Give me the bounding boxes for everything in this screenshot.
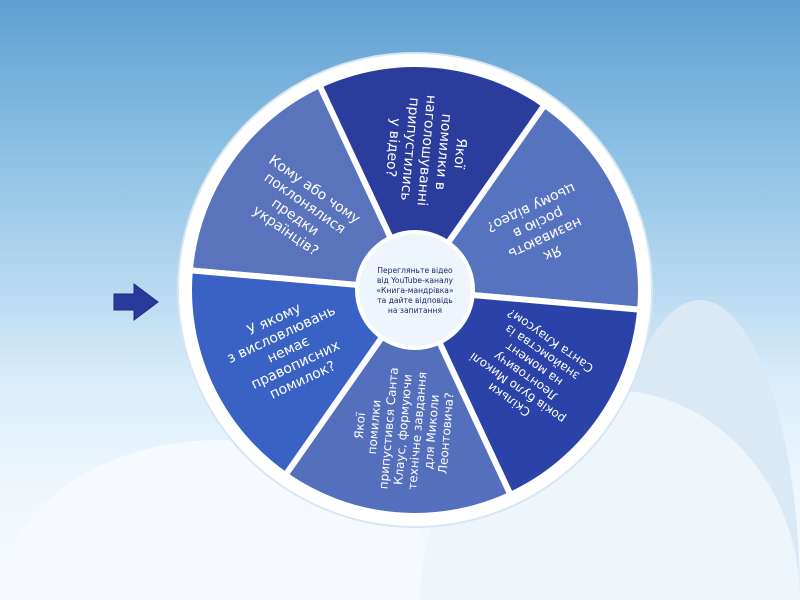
- wheel-segment-3[interactable]: Якназиваютьросію вцьому відео?: [412, 101, 644, 313]
- instruction-line: та дайте відповідь: [377, 296, 453, 305]
- instruction-line: на запитання: [388, 306, 442, 315]
- center-hub[interactable]: [359, 234, 471, 346]
- instruction-line: «Книга-мандрівка»: [376, 286, 454, 295]
- segment-slice: [282, 287, 514, 519]
- wheel-segment-2[interactable]: Якоїпомилки внаголошуванніприпустилисьу …: [316, 61, 548, 293]
- wheel-segment-4[interactable]: Скількироків було МиколіЛеонтовичуна мом…: [412, 287, 644, 498]
- question-line: у відео?: [382, 117, 403, 177]
- question-line: для Миколи: [421, 394, 442, 470]
- instruction-line: Перегляньте відео: [377, 266, 453, 275]
- question-line: Якої: [450, 137, 469, 169]
- segment-slice: [316, 61, 548, 293]
- right-arrow-icon[interactable]: [112, 282, 162, 322]
- segment-question: Якоїпомилки внаголошуванніприпустилисьу …: [380, 91, 473, 209]
- wheel-segment-1[interactable]: Кому або чомупоклонялисяпредкиукраїнців?: [186, 82, 418, 293]
- wheel-segment-5[interactable]: Якоїпомилкиприпустився СантаКлаус, форму…: [282, 287, 514, 519]
- segment-slice: [412, 287, 644, 498]
- wheel-segment-6[interactable]: У якомуз висловлюваньнемаєправописнихпом…: [186, 267, 418, 479]
- segment-slice: [186, 82, 418, 293]
- question-line: помилки: [365, 399, 384, 455]
- segment-slice: [186, 267, 418, 479]
- instruction-line: від YouTube-каналу: [377, 276, 454, 285]
- question-line: помилки в: [432, 113, 455, 191]
- question-line: Якої: [352, 411, 368, 439]
- question-line: Як: [541, 242, 564, 264]
- segment-slice: [412, 101, 644, 313]
